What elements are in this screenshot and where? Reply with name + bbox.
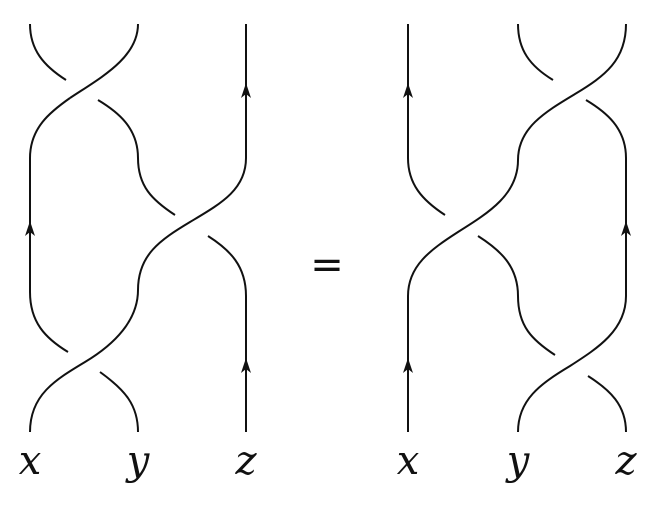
left-braid [25, 23, 251, 433]
right-label-z: z [614, 438, 637, 484]
right-braid [403, 23, 631, 433]
left-arrow-z-upper [241, 83, 251, 98]
right-label-y: y [505, 438, 531, 484]
left-labels: x y z [19, 438, 258, 484]
left-strand-y-top [69, 23, 139, 99]
right-arrow-z-upper [403, 83, 413, 98]
right-strand-x-lower [407, 159, 519, 432]
equals-sign: = [310, 242, 344, 288]
left-strand-z-middle [97, 99, 176, 216]
left-label-z: z [234, 438, 257, 484]
right-strand-x-upper [517, 23, 627, 161]
right-strand-z-bottom-stub [587, 375, 627, 433]
right-strand-z-lower [477, 235, 556, 356]
left-strand-x-lower [29, 289, 139, 433]
left-arrow-x [25, 221, 35, 236]
left-strand-z-bottom [207, 235, 247, 432]
left-strand-x-middle [137, 157, 247, 291]
right-arrow-y [621, 221, 631, 236]
right-strand-y-upper [517, 23, 554, 81]
right-labels: x y z [397, 438, 638, 484]
left-strand-y-lower [29, 97, 71, 353]
left-label-y: y [125, 438, 151, 484]
right-label-x: x [397, 438, 420, 484]
left-strand-z-top [29, 23, 67, 81]
right-strand-z-middle [407, 24, 446, 216]
right-arrow-x-lower [403, 358, 413, 373]
left-arrow-z-lower [241, 358, 251, 373]
left-label-x: x [19, 438, 42, 484]
right-strand-y-lower [517, 99, 627, 433]
left-strand-y-bottom-stub [99, 371, 139, 433]
